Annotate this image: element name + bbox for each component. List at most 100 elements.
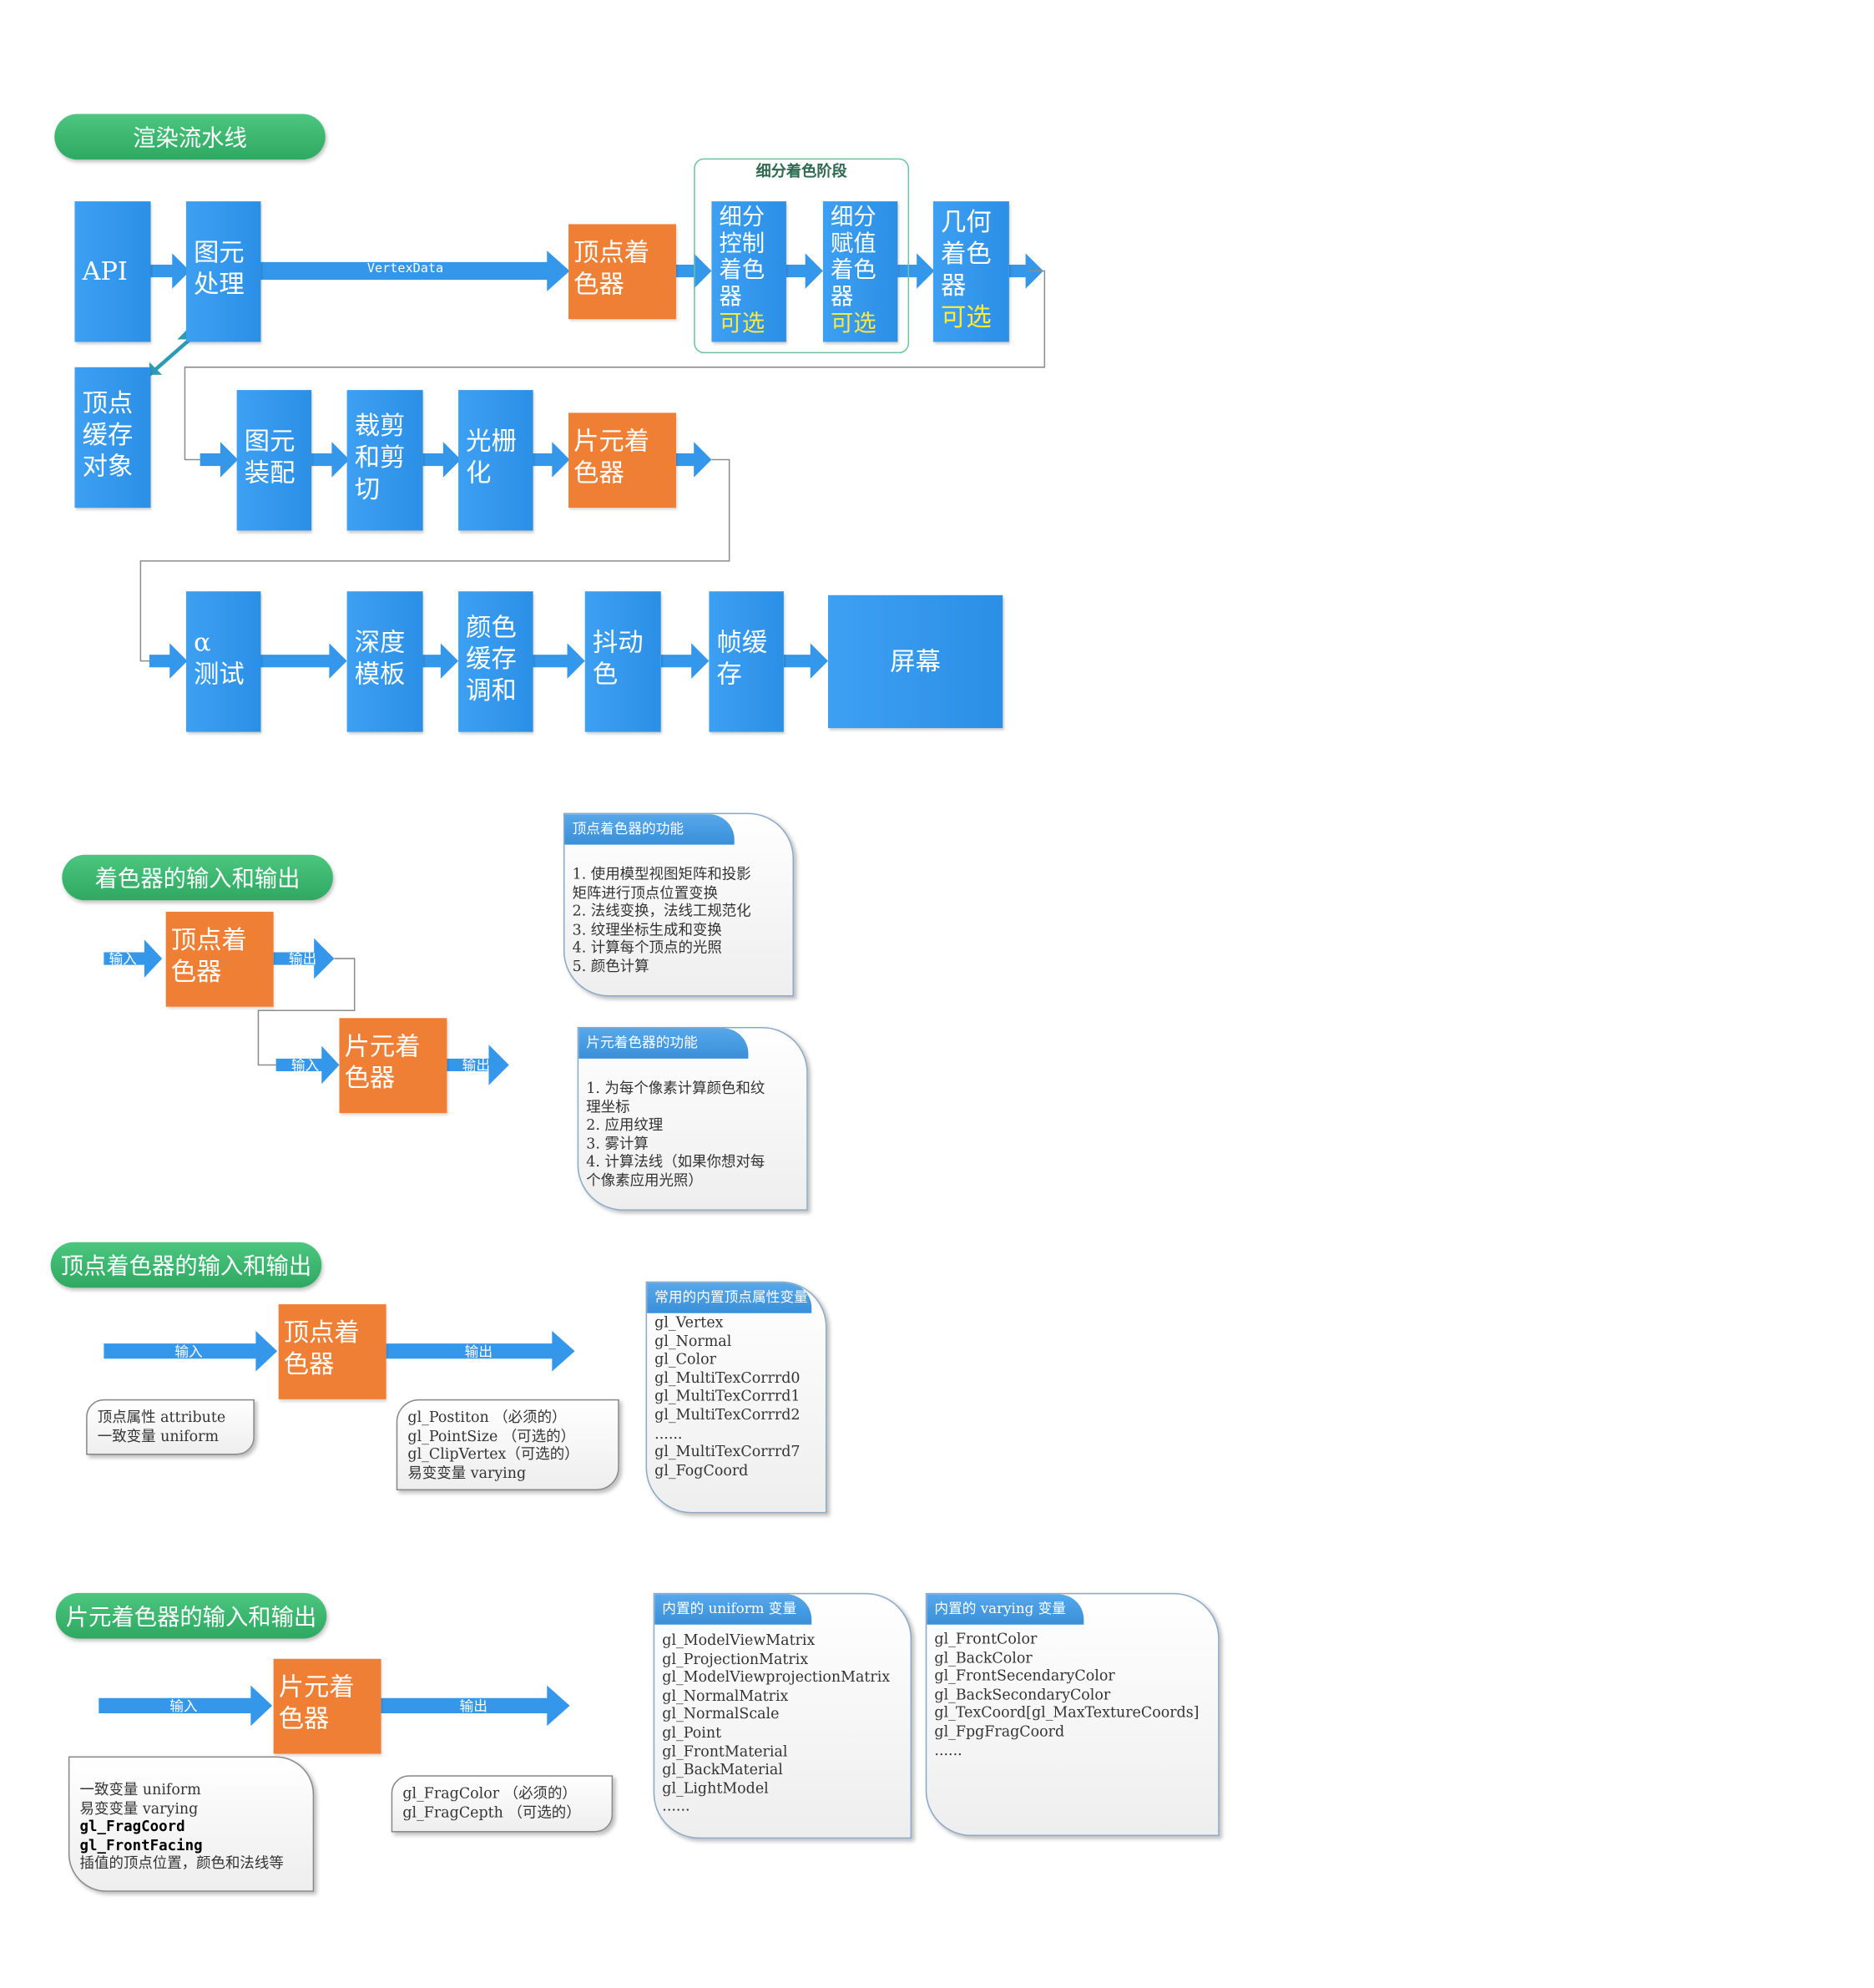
section-title-fragment-shader-io: 片元着色器的输入和输出 <box>55 1592 327 1639</box>
box-screen-label: 屏幕 <box>890 645 941 676</box>
s4-input-note-line: 插值的顶点位置，颜色和法线等 <box>79 1854 284 1873</box>
box-geometry-line1: 几何 <box>940 206 992 237</box>
vertex-attribute-line: gl_MultiTexCorrrd2 <box>654 1405 801 1424</box>
box-api: API <box>74 201 151 342</box>
card-vertex-attributes-title: 常用的内置顶点属性变量 <box>647 1282 812 1313</box>
box-vertex-shader-line2: 色器 <box>573 268 624 299</box>
arrow-tcs-to-tes <box>785 253 823 289</box>
s3-output-note-line: gl_ClipVertex（可选的） <box>407 1444 579 1463</box>
box-depth-line1: 深度 <box>354 626 406 658</box>
box-vbo-line1: 顶点 <box>82 387 134 418</box>
s4-input-note: 一致变量 uniform 易变变量 varying gl_FragCoord g… <box>68 1756 315 1892</box>
box-primitive-processing: 图元 处理 <box>185 201 261 342</box>
box-framebuffer-line2: 存 <box>716 658 742 690</box>
box-primitive-processing-line2: 处理 <box>194 268 245 299</box>
box-clipping-line3: 切 <box>354 473 381 504</box>
varying-line: gl_FpgFragCoord <box>934 1722 1065 1740</box>
box-raster-line2: 化 <box>466 457 492 488</box>
s3-input-note-line: 一致变量 uniform <box>97 1426 220 1444</box>
box-vertex-buffer-object: 顶点 缓存 对象 <box>74 367 151 508</box>
s2-output-label-2: 输出 <box>462 1057 491 1075</box>
vs-function-line: 2. 法线变换，法线工规范化 <box>572 902 751 920</box>
box-blend-line1: 颜色 <box>466 611 517 642</box>
card-fragment-shader-functions: 片元着色器的功能 1. 为每个像素计算颜色和纹 理坐标 2. 应用纹理 3. 雾… <box>577 1026 808 1211</box>
s2-fragment-shader-box: 片元着 色器 <box>339 1018 447 1114</box>
s4-output-note-line: gl_FragCepth （可选的） <box>402 1803 581 1821</box>
box-tess-control-optional: 可选 <box>719 310 765 337</box>
arrow-fb-to-screen <box>783 643 828 679</box>
varying-line: gl_BackColor <box>934 1647 1033 1667</box>
vs-function-line: 5. 颜色计算 <box>572 957 649 975</box>
box-tess-control-line2: 控制 <box>719 230 765 257</box>
box-geometry-line3: 器 <box>940 270 967 301</box>
s4-fragment-shader-box: 片元着 色器 <box>273 1658 381 1754</box>
box-tess-eval: 细分 赋值 着色 器 可选 <box>822 201 898 342</box>
arrow-s3-input <box>104 1330 278 1372</box>
card-builtin-uniforms: 内置的 uniform 变量 gl_ModelViewMatrix gl_Pro… <box>653 1592 912 1839</box>
uniform-line: gl_NormalScale <box>662 1704 780 1723</box>
s2-input-label-1: 输入 <box>109 950 137 968</box>
line-vs-to-fs-s2 <box>257 958 356 1066</box>
box-primitive-assembly: 图元 装配 <box>236 390 312 531</box>
arrow-s4-input <box>98 1685 273 1727</box>
arrow-assembly-to-clip <box>311 442 350 478</box>
box-geometry-optional: 可选 <box>940 301 992 332</box>
s2-vertex-shader-line1: 顶点着 <box>170 924 247 955</box>
box-assembly-line2: 装配 <box>244 457 295 488</box>
box-tess-control-line1: 细分 <box>719 204 765 231</box>
section-title-pipeline: 渲染流水线 <box>54 114 326 160</box>
box-clipping-line1: 裁剪 <box>354 410 406 441</box>
vertex-attribute-line: gl_Color <box>654 1349 716 1368</box>
box-tess-eval-line1: 细分 <box>831 204 876 231</box>
uniform-line: gl_FrontMaterial <box>662 1742 788 1760</box>
vs-function-line: 矩阵进行顶点位置变换 <box>572 883 719 902</box>
arrow-alpha-to-depth <box>260 643 347 679</box>
box-color-blend: 颜色 缓存 调和 <box>458 591 533 732</box>
box-tess-control-line4: 器 <box>719 283 742 311</box>
box-rasterization: 光栅 化 <box>458 390 533 531</box>
tessellation-group-frame <box>694 158 910 354</box>
s3-vertex-shader-box: 顶点着 色器 <box>278 1304 386 1399</box>
box-fragment-shader-line2: 色器 <box>573 457 624 488</box>
box-tess-eval-optional: 可选 <box>831 310 876 337</box>
fs-function-line: 3. 雾计算 <box>586 1134 649 1152</box>
box-vertex-shader-line1: 顶点着 <box>573 236 650 268</box>
arrow-gs-out <box>1008 253 1043 289</box>
arrow-color-to-dither <box>533 643 585 679</box>
box-clipping-line2: 和剪 <box>354 442 406 473</box>
s2-vertex-shader-box: 顶点着 色器 <box>165 911 274 1007</box>
s4-input-note-line: 一致变量 uniform <box>79 1780 201 1798</box>
arrow-api-to-primitive <box>149 253 190 289</box>
box-dither-line2: 色 <box>592 658 619 690</box>
box-tess-eval-line4: 器 <box>831 283 854 311</box>
arrow-depth-to-color <box>422 643 459 679</box>
uniform-line: gl_ProjectionMatrix <box>662 1649 809 1667</box>
card-builtin-vertex-attributes: 常用的内置顶点属性变量 gl_Vertex gl_Normal gl_Color… <box>645 1281 827 1514</box>
box-geometry-shader: 几何 着色 器 可选 <box>932 201 1009 342</box>
arrow-s3-output <box>386 1330 575 1372</box>
arrow-s2-output2 <box>447 1045 509 1085</box>
arrow-vertexdata <box>260 250 570 291</box>
uniform-line: gl_ModelViewMatrix <box>662 1631 816 1649</box>
s4-output-note-line: gl_FragColor （必须的） <box>402 1783 577 1803</box>
fs-function-line: 1. 为每个像素计算颜色和纹 <box>586 1079 765 1097</box>
box-alpha-test: α 测试 <box>185 591 261 732</box>
s3-output-note-line: 易变变量 varying <box>407 1463 527 1482</box>
card-fs-functions-title: 片元着色器的功能 <box>578 1028 749 1059</box>
arrow-s2-input <box>104 939 163 978</box>
s4-box-line2: 色器 <box>278 1702 330 1734</box>
uniform-line: gl_BackMaterial <box>662 1760 783 1778</box>
s2-input-label-2: 输入 <box>290 1057 320 1075</box>
box-tess-eval-line2: 赋值 <box>831 230 876 257</box>
box-fragment-shader: 片元着 色器 <box>568 412 676 508</box>
s4-output-note: gl_FragColor （必须的） gl_FragCepth （可选的） <box>391 1775 614 1833</box>
varying-line: gl_TexCoord[gl_MaxTextureCoords] <box>934 1703 1200 1722</box>
arrow-into-alpha <box>149 643 188 679</box>
box-depth-stencil: 深度 模板 <box>346 591 423 732</box>
varying-line: ...... <box>934 1740 962 1758</box>
varying-line: gl_BackSecondaryColor <box>934 1685 1111 1703</box>
s4-box-line1: 片元着 <box>278 1671 355 1702</box>
s3-box-line2: 色器 <box>283 1348 335 1379</box>
arrow-into-assembly <box>200 442 239 478</box>
